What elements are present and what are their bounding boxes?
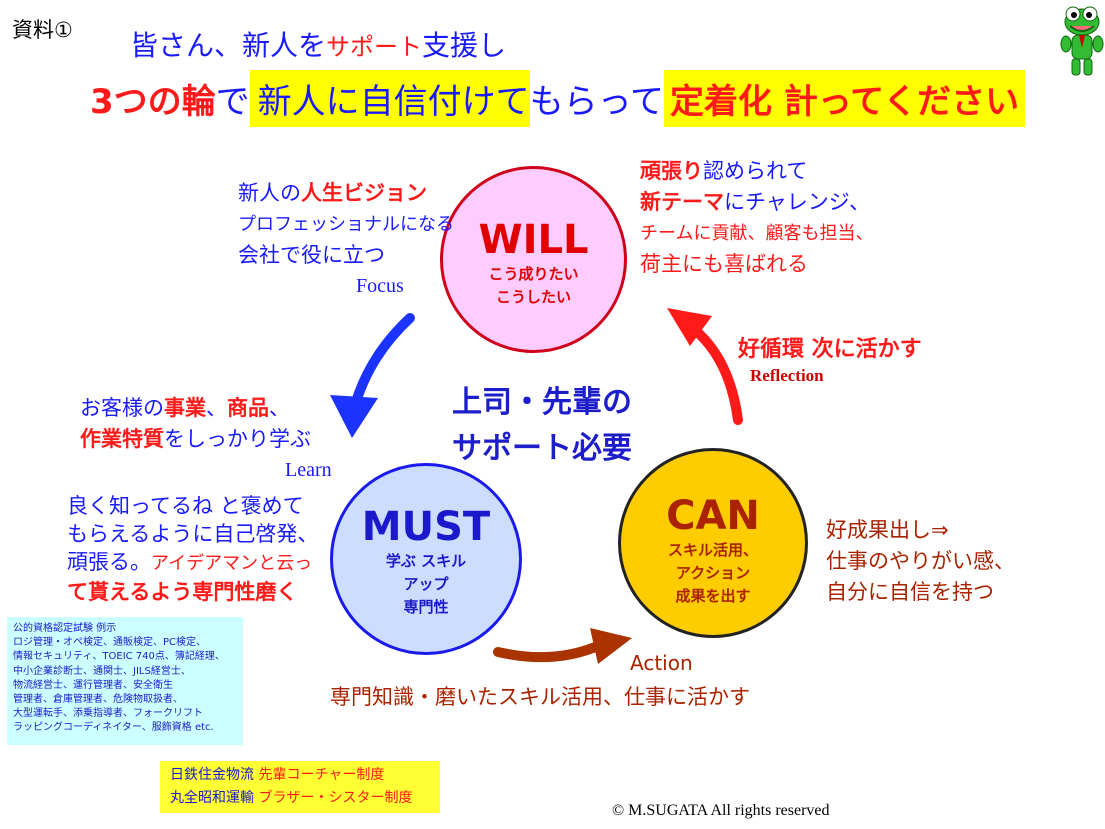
can-desc-line-1: 好成果出し⇒	[826, 518, 949, 542]
learn-2a: 作業特質	[80, 427, 164, 451]
reflection-arrowhead	[667, 308, 712, 346]
reflection-arrow	[690, 325, 743, 425]
headline-2-part-d: もらって	[529, 82, 664, 122]
company-program: ブラザー・シスター制度	[258, 790, 413, 806]
will-title: WILL	[478, 217, 589, 263]
will-desc-line-1: 新人の人生ビジョン	[238, 178, 454, 209]
will-desc-1b: 人生ビジョン	[301, 181, 427, 205]
will-result-line-1: 頑張り認められて	[640, 156, 873, 187]
must-desc-line-1: 良く知ってるね と褒めて	[67, 494, 304, 518]
can-desc-line-3: 自分に自信を持つ	[826, 580, 994, 604]
focus-arrow	[350, 313, 415, 410]
headline-2-part-b: で	[215, 82, 250, 122]
headline-line-1: 皆さん、新人をサポート支援し	[130, 24, 506, 64]
company-row: 丸全昭和運輸 ブラザー・シスター制度	[170, 787, 430, 810]
qualification-line: 物流経営士、運行管理者、安全衛生	[13, 679, 173, 691]
learn-line-2: 作業特質をしっかり学ぶ	[80, 424, 332, 455]
must-desc-3a: 頑張る。	[67, 550, 151, 574]
learn-line-1: お客様の事業、商品、	[80, 393, 332, 424]
action-arrowhead	[590, 628, 632, 664]
headline-2-part-a: 3つの輪	[90, 82, 216, 122]
center-line-1: 上司・先輩の	[452, 385, 632, 420]
company-row: 日鉄住金物流 先輩コーチャー制度	[170, 764, 430, 787]
must-desc-3b: アイデアマンと云っ	[151, 553, 313, 574]
can-sub-2: アクション	[675, 564, 751, 582]
action-label: Action	[630, 651, 693, 675]
will-result-line-4: 荷主にも喜ばれる	[640, 252, 808, 276]
will-description: 新人の人生ビジョン プロフェッショナルになる 会社で役に立つ Focus	[238, 178, 454, 302]
reflection-label: Reflection	[750, 366, 824, 385]
qualification-line: 情報セキュリティ、TOEIC 740点、簿記経理、	[13, 651, 225, 663]
headline-1-part-b: サポート	[326, 33, 423, 61]
company-programs-box: 日鉄住金物流 先輩コーチャー制度 丸全昭和運輸 ブラザー・シスター制度	[160, 761, 440, 813]
center-line-2: サポート必要	[452, 431, 632, 466]
will-result-line-3: チームに貢献、顧客も担当、	[640, 223, 874, 244]
focus-arrowhead	[330, 395, 378, 438]
must-desc-line-2: もらえるように自己啓発、	[67, 522, 319, 546]
can-circle: CAN スキル活用、 アクション 成果を出す	[618, 448, 808, 638]
can-description: 好成果出し⇒ 仕事のやりがい感、 自分に自信を持つ	[826, 515, 1015, 608]
must-desc-line-4: て貰えるよう専門性磨く	[67, 580, 298, 604]
learn-1a: お客様の	[80, 396, 164, 420]
will-result-2a: 新テーマ	[640, 190, 724, 214]
center-support-text: 上司・先輩の サポート必要	[452, 380, 632, 472]
qualification-line: 中小企業診断士、通関士、JILS経営士、	[13, 665, 191, 677]
can-desc-line-2: 仕事のやりがい感、	[826, 549, 1015, 573]
company-name: 丸全昭和運輸	[170, 790, 259, 806]
must-desc-line-3: 頑張る。アイデアマンと云っ	[67, 548, 318, 578]
will-desc-line-2: プロフェッショナルになる	[238, 214, 454, 235]
company-program: 先輩コーチャー制度	[258, 767, 385, 783]
action-caption: 専門知識・磨いたスキル活用、仕事に活かす	[330, 685, 750, 709]
reflection-text: 好循環 次に活かす Reflection	[738, 334, 922, 387]
qualification-line: 公的資格認定試験 例示	[13, 623, 117, 634]
headline-2-part-e: 定着化 計ってください	[663, 70, 1026, 127]
learn-description: お客様の事業、商品、 作業特質をしっかり学ぶ Learn	[80, 393, 332, 486]
can-sub-1: スキル活用、	[667, 541, 758, 559]
must-sub-1: 学ぶ スキル	[385, 552, 467, 570]
will-result-1b: 認められて	[703, 159, 808, 183]
must-sub-3: 専門性	[403, 598, 449, 616]
frog-mascot-icon	[1060, 6, 1104, 76]
company-name: 日鉄住金物流	[170, 767, 259, 783]
learn-label: Learn	[285, 459, 332, 481]
learn-2b: をしっかり学ぶ	[164, 427, 311, 451]
learn-1e: 、	[269, 396, 290, 420]
learn-1d: 商品	[227, 396, 269, 420]
learn-1c: 、	[206, 396, 227, 420]
qualification-line: 管理者、倉庫管理者、危険物取扱者、	[13, 694, 183, 706]
copyright: © M.SUGATA All rights reserved	[612, 802, 830, 819]
qualification-line: ロジ管理・オペ検定、通販検定、PC検定、	[13, 637, 207, 649]
will-result-description: 頑張り認められて 新テーマにチャレンジ、 チームに貢献、顧客も担当、 荷主にも喜…	[640, 156, 873, 280]
will-sub-1: こう成りたい	[488, 265, 579, 283]
must-sub-2: アップ	[403, 575, 449, 593]
must-title: MUST	[361, 504, 491, 550]
headline-1-part-a: 皆さん、新人を	[130, 29, 327, 62]
headline-2-part-c: 新人に自信付けて	[249, 70, 530, 127]
will-result-line-2: 新テーマにチャレンジ、	[640, 187, 873, 218]
can-title: CAN	[666, 493, 760, 539]
will-desc-line-3: 会社で役に立つ	[238, 243, 385, 267]
document-label: 資料①	[12, 18, 73, 42]
will-desc-1a: 新人の	[238, 181, 301, 205]
headline-line-2: 3つの輪で 新人に自信付けてもらって 定着化 計ってください	[90, 70, 1026, 127]
focus-label: Focus	[356, 275, 404, 297]
qualifications-box: 公的資格認定試験 例示 ロジ管理・オペ検定、通販検定、PC検定、 情報セキュリテ…	[7, 617, 243, 745]
will-result-2b: にチャレンジ、	[724, 190, 871, 214]
can-sub-3: 成果を出す	[675, 587, 751, 605]
will-sub-2: こうしたい	[495, 288, 571, 306]
will-circle: WILL こう成りたい こうしたい	[440, 166, 627, 353]
headline-1-part-c: 支援し	[422, 29, 507, 62]
qualification-line: 大型運転手、添乗指導者、フォークリフト	[13, 708, 203, 720]
will-result-1a: 頑張り	[640, 159, 703, 183]
learn-1b: 事業	[164, 396, 206, 420]
action-arrow	[493, 640, 605, 663]
qualification-line: ラッピングコーディネイター、服飾資格 etc.	[13, 722, 214, 734]
must-circle: MUST 学ぶ スキル アップ 専門性	[330, 463, 522, 655]
must-description: 良く知ってるね と褒めて もらえるように自己啓発、 頑張る。アイデアマンと云っ …	[67, 492, 318, 606]
reflection-line-1: 好循環 次に活かす	[738, 337, 922, 362]
